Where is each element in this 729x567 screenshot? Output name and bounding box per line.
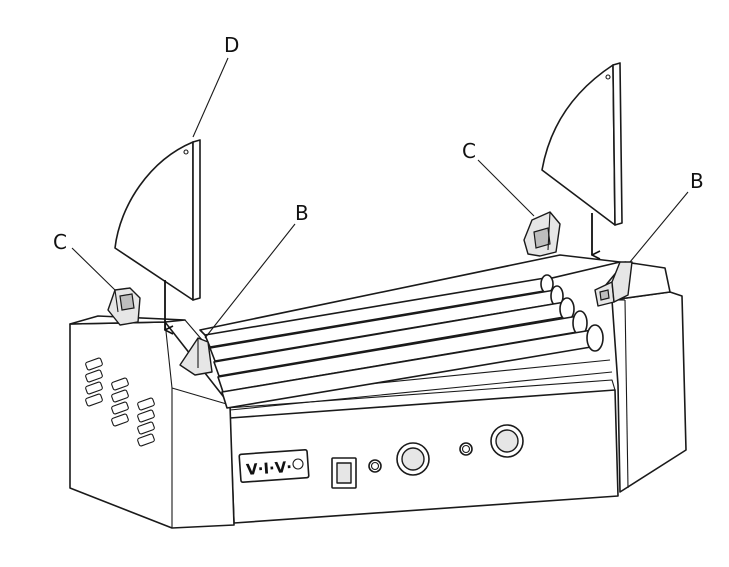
left-housing-slope [171,387,231,406]
right-clip-c [523,211,561,257]
left-clip-c [107,287,141,326]
left-vents [85,357,155,447]
right-housing [611,291,687,493]
label-c-right: C [462,139,476,163]
right-housing-edge [624,299,629,489]
right-bracket-b [594,261,633,307]
label-b-left: B [295,201,309,225]
leader-b-left [204,223,296,339]
leader-c-right [477,159,535,217]
roller [213,297,575,377]
brand-plate-text: V·I·V· [246,458,293,479]
power-switch [331,457,357,489]
indicator-light-left [368,459,382,473]
temperature-knob-right [490,424,524,458]
label-d: D [224,33,239,57]
grill-body [69,254,687,529]
leader-lines [71,57,689,339]
right-sneeze-guard-d [541,62,623,226]
left-bracket-b [179,337,213,376]
temperature-knob-left [396,442,430,476]
leader-b-right [629,191,689,263]
label-b-right: B [690,169,704,193]
label-c-left: C [53,230,67,254]
brand-plate: V·I·V· [238,448,310,484]
leader-d [192,57,229,138]
leader-c-left [71,247,116,291]
roller [221,324,604,409]
left-sneeze-guard-d [114,139,201,301]
rollers [204,274,604,409]
indicator-light-right [459,442,473,456]
